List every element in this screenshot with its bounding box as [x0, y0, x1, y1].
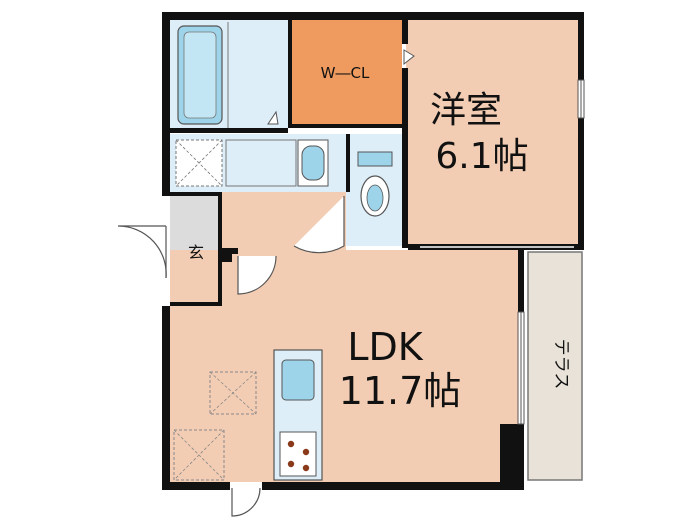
- western-room-size: 6.1帖: [435, 136, 528, 177]
- western-room-floor: [406, 20, 578, 248]
- terrace-label: テラス: [551, 339, 571, 390]
- ldk-name: LDK: [347, 325, 423, 369]
- refrigerator-space: [209, 371, 257, 415]
- closet-label: W―CL: [321, 64, 370, 82]
- stove-burner: [287, 440, 295, 448]
- walk-in-closet-floor: [288, 20, 402, 128]
- stove: [279, 431, 317, 477]
- ldk-size: 11.7帖: [339, 369, 462, 413]
- entrance-door-swing: [117, 225, 167, 279]
- ldk-door-swing: [237, 255, 277, 295]
- ldk-floor: [170, 250, 522, 482]
- kitchen-sink: [281, 359, 315, 401]
- bathtub-inner: [183, 31, 217, 119]
- stove-burner: [302, 464, 310, 472]
- wash-counter: [225, 139, 297, 187]
- toilet-door-swing: [293, 196, 345, 254]
- storage-space: [173, 429, 225, 481]
- closet-door-marker: [403, 49, 415, 66]
- entrance-label: 玄: [188, 243, 204, 262]
- stove-burner: [302, 448, 310, 456]
- exit-door-swing: [231, 487, 261, 517]
- stove-burner: [287, 460, 295, 468]
- washing-machine-x2: [175, 139, 223, 187]
- refrigerator-space-x: [209, 371, 257, 415]
- storage-space-x: [173, 429, 225, 481]
- toilet-tank: [357, 151, 393, 167]
- toilet-seat: [366, 184, 384, 212]
- bath-door-marker: [267, 110, 279, 125]
- western-room-name: 洋室: [430, 90, 502, 131]
- terrace-floor: [527, 251, 583, 481]
- wash-basin-bowl: [301, 145, 325, 181]
